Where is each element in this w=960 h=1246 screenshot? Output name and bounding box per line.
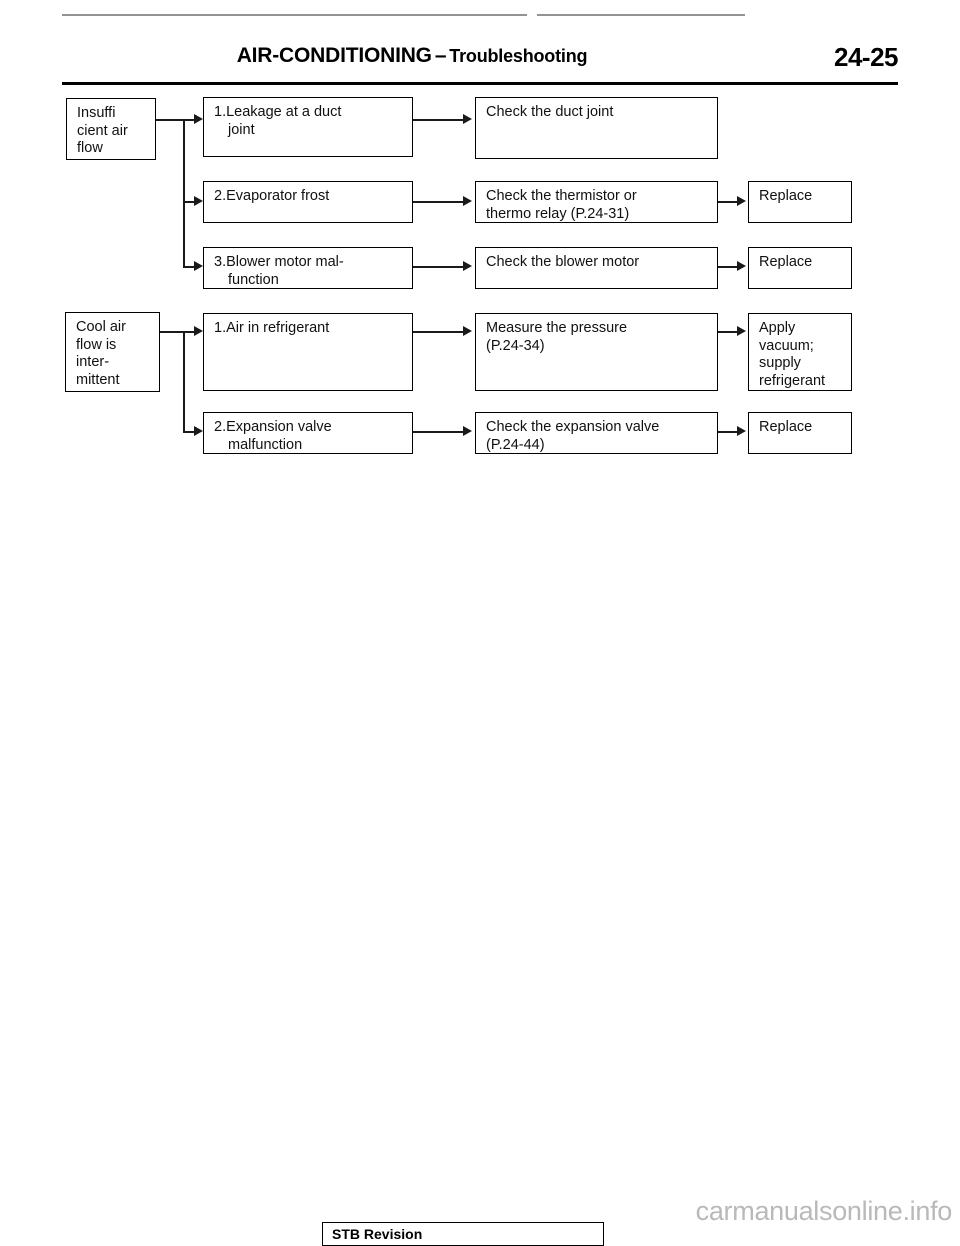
connector-symptom1-trunk bbox=[183, 119, 185, 267]
check-box-thermistor-thermo-relay: Check the thermistor or thermo relay (P.… bbox=[475, 181, 718, 223]
connector-cause1-to-check1 bbox=[413, 119, 463, 121]
connector-cause3-to-check3 bbox=[413, 266, 463, 268]
action-box-replace-thermistor: Replace bbox=[748, 181, 852, 223]
arrow-branch-5 bbox=[194, 426, 203, 436]
check-line: thermo relay (P.24-31) bbox=[486, 205, 630, 222]
check-box-expansion-valve: Check the expansion valve (P.24-44) bbox=[475, 412, 718, 454]
page-title-sub: Troubleshooting bbox=[449, 46, 588, 66]
connector-cause5-to-check5 bbox=[413, 431, 463, 433]
arrow-action-5 bbox=[737, 426, 746, 436]
cause-box-leakage-duct-joint: 1.Leakage at a duct joint bbox=[203, 97, 413, 157]
symptom-box-insufficient-air-flow: Insuffi cient air flow bbox=[66, 98, 156, 160]
connector-cause2-to-check2 bbox=[413, 201, 463, 203]
troubleshooting-flowchart: Insuffi cient air flow 1.Leakage at a du… bbox=[0, 0, 960, 480]
connector-branch-5 bbox=[183, 431, 197, 433]
check-box-measure-pressure: Measure the pressure (P.24-34) bbox=[475, 313, 718, 391]
header-rule bbox=[62, 82, 898, 85]
arrow-action-2 bbox=[737, 196, 746, 206]
symptom-line: mittent bbox=[76, 371, 120, 388]
cause-box-air-in-refrigerant: 1.Air in refrigerant bbox=[203, 313, 413, 391]
arrow-action-4 bbox=[737, 326, 746, 336]
connector-branch-1 bbox=[183, 119, 197, 121]
arrow-action-3 bbox=[737, 261, 746, 271]
connector-symptom2-stem bbox=[160, 331, 184, 333]
connector-branch-2 bbox=[183, 201, 197, 203]
connector-check2-to-action2 bbox=[718, 201, 740, 203]
stb-revision-label: STB Revision bbox=[332, 1226, 423, 1242]
arrow-check-2 bbox=[463, 196, 472, 206]
arrow-branch-4 bbox=[194, 326, 203, 336]
action-line: supply bbox=[759, 355, 801, 371]
connector-check5-to-action5 bbox=[718, 431, 740, 433]
check-line: Measure the pressure bbox=[486, 320, 628, 336]
arrow-check-5 bbox=[463, 426, 472, 436]
cause-box-expansion-valve-malfunction: 2.Expansion valve malfunction bbox=[203, 412, 413, 454]
symptom-line: inter- bbox=[76, 354, 110, 370]
action-box-replace-blower-motor: Replace bbox=[748, 247, 852, 289]
cause-line: malfunction bbox=[228, 436, 303, 453]
check-line: Check the thermistor or bbox=[486, 188, 637, 204]
stb-revision-box bbox=[322, 1222, 604, 1246]
action-box-apply-vacuum-supply-refrigerant: Apply vacuum; supply refrigerant bbox=[748, 313, 852, 391]
action-line: refrigerant bbox=[759, 372, 826, 389]
scan-artifact-line-left bbox=[62, 14, 527, 16]
connector-symptom1-stem bbox=[156, 119, 184, 121]
arrow-check-4 bbox=[463, 326, 472, 336]
action-line: Replace bbox=[759, 188, 813, 204]
cause-line: 1.Air in refrigerant bbox=[214, 320, 330, 336]
symptom-line: flow is bbox=[76, 336, 117, 353]
check-box-duct-joint: Check the duct joint bbox=[475, 97, 718, 159]
check-line: Check the duct joint bbox=[486, 104, 614, 120]
arrow-branch-1 bbox=[194, 114, 203, 124]
cause-box-evaporator-frost: 2.Evaporator frost bbox=[203, 181, 413, 223]
action-line: Apply bbox=[759, 320, 796, 336]
connector-symptom2-trunk bbox=[183, 331, 185, 432]
cause-box-blower-motor-malfunction: 3.Blower motor mal- function bbox=[203, 247, 413, 289]
symptom-line: Insuffi bbox=[77, 105, 116, 121]
connector-branch-3 bbox=[183, 266, 197, 268]
page-title-dash: – bbox=[434, 44, 447, 67]
action-line: Replace bbox=[759, 254, 813, 270]
action-line: vacuum; bbox=[759, 337, 814, 354]
connector-branch-4 bbox=[183, 331, 197, 333]
page-title: AIR-CONDITIONING–Troubleshooting bbox=[62, 44, 762, 68]
arrow-check-3 bbox=[463, 261, 472, 271]
cause-line: joint bbox=[228, 121, 255, 138]
cause-line: 1.Leakage at a duct bbox=[214, 104, 342, 120]
page-number: 24-25 bbox=[834, 42, 899, 72]
check-line: Check the expansion valve bbox=[486, 419, 660, 435]
connector-check4-to-action4 bbox=[718, 331, 740, 333]
symptom-line: Cool air bbox=[76, 319, 126, 335]
action-box-replace-expansion-valve: Replace bbox=[748, 412, 852, 454]
arrow-branch-2 bbox=[194, 196, 203, 206]
symptom-line: cient air bbox=[77, 122, 128, 139]
connector-cause4-to-check4 bbox=[413, 331, 463, 333]
cause-line: function bbox=[228, 271, 279, 288]
page-header: AIR-CONDITIONING–Troubleshooting 24-25 bbox=[62, 42, 899, 84]
check-line: (P.24-34) bbox=[486, 337, 545, 354]
scan-artifact-line-right bbox=[537, 14, 745, 16]
check-line: (P.24-44) bbox=[486, 436, 545, 453]
check-line: Check the blower motor bbox=[486, 254, 640, 270]
cause-line: 2.Evaporator frost bbox=[214, 188, 330, 204]
symptom-box-cool-air-intermittent: Cool air flow is inter- mittent bbox=[65, 312, 160, 392]
action-line: Replace bbox=[759, 419, 813, 435]
connector-check3-to-action3 bbox=[718, 266, 740, 268]
cause-line: 3.Blower motor mal- bbox=[214, 254, 344, 270]
site-watermark: carmanualsonline.info bbox=[695, 1196, 953, 1226]
cause-line: 2.Expansion valve bbox=[214, 419, 332, 435]
page-title-main: AIR-CONDITIONING bbox=[236, 44, 432, 67]
arrow-check-1 bbox=[463, 114, 472, 124]
check-box-blower-motor: Check the blower motor bbox=[475, 247, 718, 289]
arrow-branch-3 bbox=[194, 261, 203, 271]
symptom-line: flow bbox=[77, 140, 103, 156]
